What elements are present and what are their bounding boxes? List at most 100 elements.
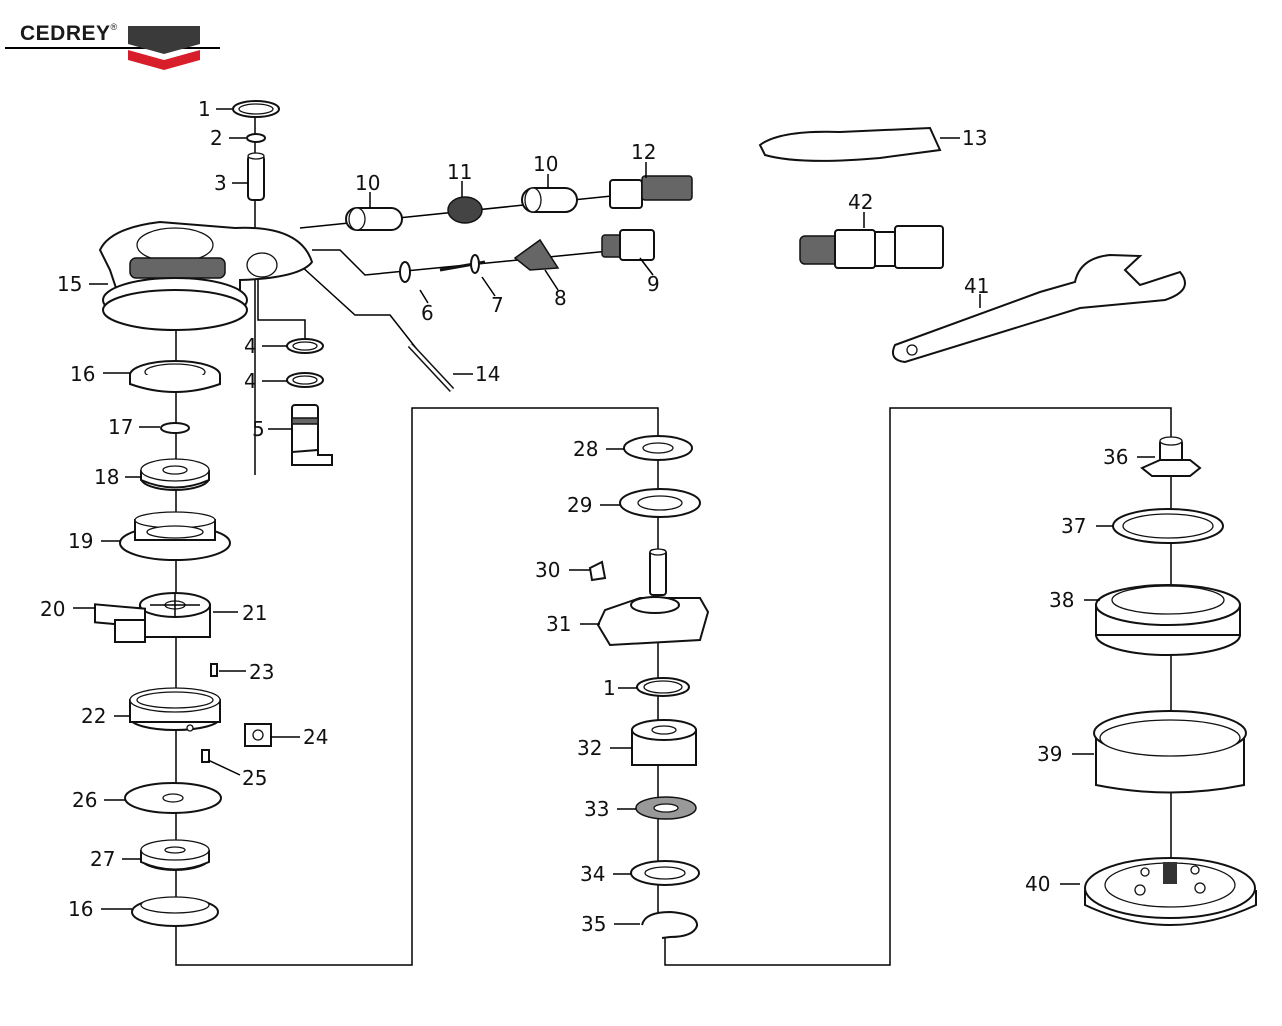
part-15-housing (98, 220, 314, 331)
part-28-washer (623, 435, 693, 461)
label-part-17: 17 (108, 415, 133, 439)
part-36-bolt (1140, 436, 1202, 477)
label-part-34: 34 (580, 862, 605, 886)
label-part-6: 6 (421, 301, 434, 325)
label-part-37: 37 (1061, 514, 1086, 538)
part-8-knob (513, 238, 560, 271)
part-20-vanes (94, 603, 146, 643)
part-6-oring (399, 261, 411, 283)
label-part-23: 23 (249, 660, 274, 684)
label-part-5: 5 (252, 417, 265, 441)
part-26-front-plate (124, 782, 222, 814)
label-part-25: 25 (242, 766, 267, 790)
label-part-16-upper: 16 (70, 362, 95, 386)
brand-rule (5, 47, 220, 49)
part-7-needle (439, 254, 486, 274)
label-part-27: 27 (90, 847, 115, 871)
part-5-valve-body (291, 404, 333, 466)
label-part-42: 42 (848, 190, 873, 214)
label-part-13: 13 (962, 126, 987, 150)
assembly-frames (175, 110, 1172, 966)
part-14-pin (407, 342, 455, 393)
label-part-4-upper: 4 (244, 334, 257, 358)
label-part-26: 26 (72, 788, 97, 812)
part-13-handle-cover (758, 126, 942, 162)
label-part-20: 20 (40, 597, 65, 621)
part-10-filter-left (345, 207, 403, 231)
part-12-inlet-fitting (609, 175, 693, 209)
brand-name-text: CEDREY (20, 22, 111, 45)
part-35-circlip (641, 910, 698, 939)
label-part-32: 32 (577, 736, 602, 760)
part-30-key (588, 560, 607, 582)
label-part-2: 2 (210, 126, 223, 150)
label-part-1: 1 (198, 97, 211, 121)
label-part-29: 29 (567, 493, 592, 517)
label-part-16-lower: 16 (68, 897, 93, 921)
label-part-1-middle: 1 (603, 676, 616, 700)
label-part-36: 36 (1103, 445, 1128, 469)
label-part-24: 24 (303, 725, 328, 749)
label-part-33: 33 (584, 797, 609, 821)
part-2-washer (246, 133, 266, 143)
label-part-21: 21 (242, 601, 267, 625)
label-part-7: 7 (491, 293, 504, 317)
part-9-plug (601, 229, 655, 261)
part-10-filter-right (521, 187, 578, 213)
part-32-bearing (631, 719, 697, 766)
part-34-washer (630, 860, 700, 886)
label-part-18: 18 (94, 465, 119, 489)
label-part-38: 38 (1049, 588, 1074, 612)
part-27-bearing (140, 839, 210, 871)
label-part-14: 14 (475, 362, 500, 386)
label-part-22: 22 (81, 704, 106, 728)
part-1-oring (232, 100, 280, 118)
label-part-28: 28 (573, 437, 598, 461)
part-4-oring-lower (286, 372, 324, 388)
label-part-11: 11 (447, 160, 472, 184)
part-37-gasket (1112, 508, 1224, 544)
part-23-pin (210, 663, 218, 677)
part-39-skirt (1093, 710, 1247, 794)
brand-chevron-icon (128, 26, 200, 70)
part-19-end-plate (119, 511, 231, 561)
label-part-10-right: 10 (533, 152, 558, 176)
part-18-bearing (140, 458, 210, 491)
part-22-cylinder (129, 687, 221, 732)
part-42-fitting (799, 225, 944, 269)
label-part-15: 15 (57, 272, 82, 296)
part-29-seal (619, 488, 701, 518)
part-41-wrench (892, 253, 1186, 364)
label-part-41: 41 (964, 274, 989, 298)
label-part-19: 19 (68, 529, 93, 553)
label-part-31: 31 (546, 612, 571, 636)
leader-lines (73, 108, 1155, 925)
brand-reg-mark: ® (110, 22, 118, 32)
label-part-12: 12 (631, 140, 656, 164)
part-21-rotor (139, 592, 211, 638)
label-part-30: 30 (535, 558, 560, 582)
part-1-oring-middle (636, 677, 690, 697)
label-part-35: 35 (581, 912, 606, 936)
label-part-9: 9 (647, 272, 660, 296)
brand-name: CEDREY® (20, 22, 118, 46)
part-33-felt-ring (635, 796, 697, 820)
part-16-bearing-cap-lower (131, 896, 219, 927)
part-11-screen (447, 196, 483, 224)
label-part-39: 39 (1037, 742, 1062, 766)
label-part-4-lower: 4 (244, 369, 257, 393)
label-part-8: 8 (554, 286, 567, 310)
part-4-oring-upper (286, 338, 324, 354)
part-17-spring (160, 422, 190, 434)
label-part-10-left: 10 (355, 171, 380, 195)
label-part-3: 3 (214, 171, 227, 195)
part-25-pin (201, 749, 210, 763)
part-40-backing-pad (1084, 857, 1257, 926)
part-number-labels: 1 2 3 4 4 5 6 7 8 9 10 10 11 12 13 14 15… (40, 97, 1128, 936)
part-3-valve-stem (247, 152, 265, 201)
brand-logo: CEDREY® (0, 18, 230, 78)
part-24-clip (244, 723, 272, 747)
part-16-bearing-cap (129, 360, 221, 393)
part-31-eccentric-shaft (596, 548, 710, 647)
